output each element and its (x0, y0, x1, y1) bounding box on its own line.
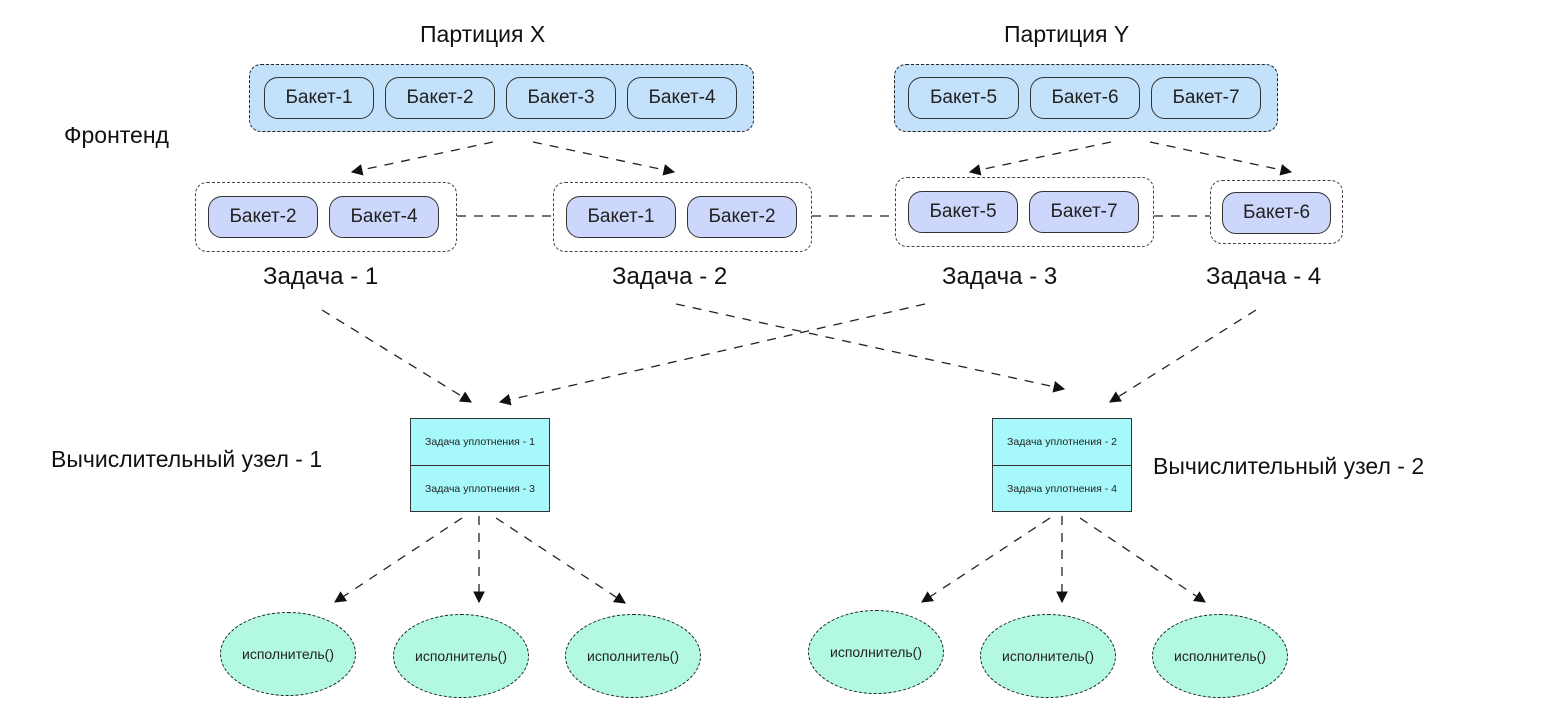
task-3-bucket[interactable]: Бакет-7 (1029, 191, 1139, 233)
compaction-job[interactable]: Задача уплотнения - 1 (425, 436, 535, 448)
task-group-1[interactable]: Бакет-2 Бакет-4 (195, 182, 457, 252)
compute-node-2-label: Вычислительный узел - 2 (1153, 453, 1425, 479)
task-2-bucket[interactable]: Бакет-1 (566, 196, 676, 238)
task-3-label: Задача - 3 (942, 263, 1058, 290)
partition-x-title: Партиция X (420, 21, 546, 47)
task-1-bucket[interactable]: Бакет-2 (208, 196, 318, 238)
partition-y[interactable]: Бакет-5 Бакет-6 Бакет-7 (894, 64, 1278, 132)
task-2-bucket[interactable]: Бакет-2 (687, 196, 797, 238)
task-1-bucket[interactable]: Бакет-4 (329, 196, 439, 238)
executor[interactable]: исполнитель() (980, 614, 1116, 698)
task-group-2[interactable]: Бакет-1 Бакет-2 (553, 182, 812, 252)
executor[interactable]: исполнитель() (565, 614, 701, 698)
task-4-label: Задача - 4 (1206, 263, 1322, 290)
compute-node-2[interactable]: Задача уплотнения - 2 Задача уплотнения … (992, 418, 1132, 512)
edge-partx-task2 (532, 141, 676, 176)
partition-x-bucket[interactable]: Бакет-4 (627, 77, 737, 119)
partition-y-bucket[interactable]: Бакет-7 (1151, 77, 1261, 119)
task-group-4[interactable]: Бакет-6 (1210, 180, 1343, 244)
edge-party-task3 (968, 141, 1112, 176)
edge-node1-exec3 (495, 517, 626, 604)
executor[interactable]: исполнитель() (808, 610, 944, 694)
compaction-job[interactable]: Задача уплотнения - 2 (1007, 436, 1117, 448)
compute-node-1-label: Вычислительный узел - 1 (51, 446, 323, 472)
executor[interactable]: исполнитель() (393, 614, 529, 698)
compaction-job[interactable]: Задача уплотнения - 3 (411, 465, 549, 512)
edge-task3-node1 (498, 303, 926, 406)
partition-x[interactable]: Бакет-1 Бакет-2 Бакет-3 Бакет-4 (249, 64, 754, 132)
compute-node-1[interactable]: Задача уплотнения - 1 Задача уплотнения … (410, 418, 550, 512)
task-4-bucket[interactable]: Бакет-6 (1222, 192, 1331, 234)
partition-y-bucket[interactable]: Бакет-6 (1030, 77, 1140, 119)
task-group-3[interactable]: Бакет-5 Бакет-7 (895, 177, 1154, 247)
partition-x-bucket[interactable]: Бакет-3 (506, 77, 616, 119)
edge-task1-node1 (321, 309, 472, 403)
edge-node2-exec4 (921, 517, 1051, 603)
edge-task2-node2 (675, 303, 1066, 393)
partition-x-bucket[interactable]: Бакет-2 (385, 77, 495, 119)
edge-task4-node2 (1109, 309, 1257, 403)
partition-y-bucket[interactable]: Бакет-5 (908, 77, 1019, 119)
executor[interactable]: исполнитель() (1152, 614, 1288, 698)
task-1-label: Задача - 1 (263, 263, 379, 290)
edge-node2-exec6 (1079, 517, 1206, 603)
partition-x-bucket[interactable]: Бакет-1 (264, 77, 374, 119)
edge-partx-task1 (350, 141, 494, 176)
partition-y-title: Партиция Y (1004, 21, 1130, 47)
edge-node1-exec1 (334, 517, 463, 603)
edge-party-task4 (1149, 141, 1293, 176)
compaction-job[interactable]: Задача уплотнения - 4 (993, 465, 1131, 512)
task-3-bucket[interactable]: Бакет-5 (908, 191, 1018, 233)
task-2-label: Задача - 2 (612, 263, 728, 290)
executor[interactable]: исполнитель() (220, 612, 356, 696)
frontend-label: Фронтенд (64, 122, 169, 148)
